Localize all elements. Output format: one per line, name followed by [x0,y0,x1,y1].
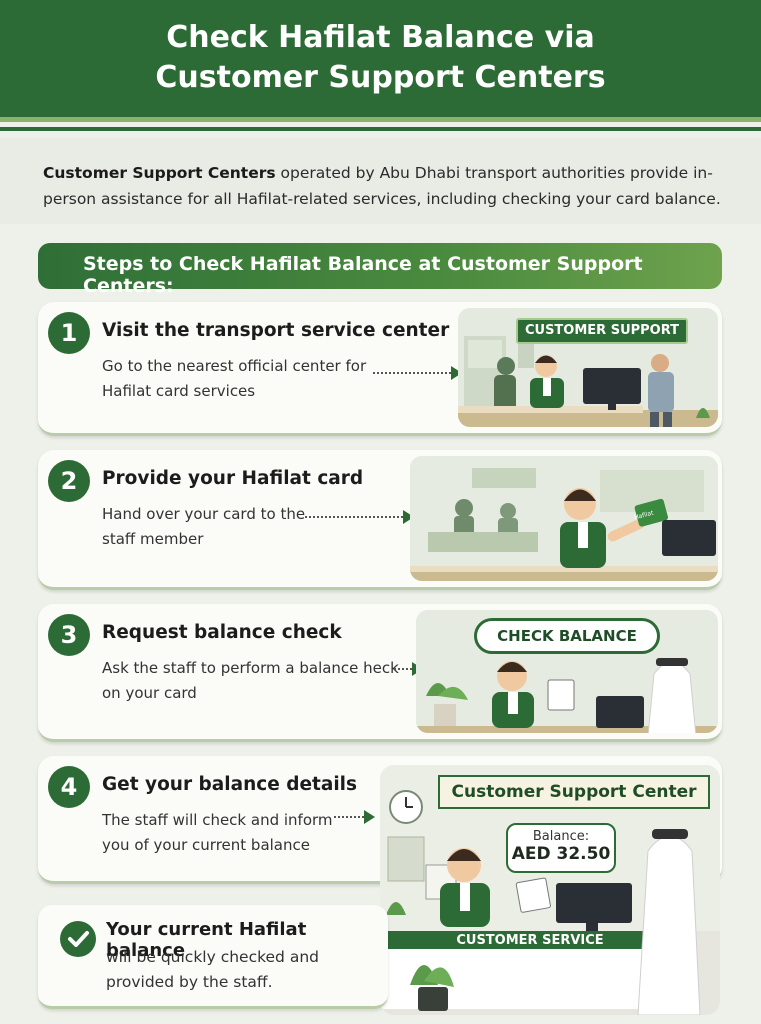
page-title: Check Hafilat Balance via Customer Suppo… [0,18,761,98]
arrow-icon [305,510,415,524]
page-header: Check Hafilat Balance via Customer Suppo… [0,0,761,122]
steps-banner: Steps to Check Hafilat Balance at Custom… [38,243,722,297]
steps-banner-label: Steps to Check Hafilat Balance at Custom… [83,253,643,297]
step-desc-3: Ask the staff to perform a balance heck … [102,656,399,706]
final-note-title: Your current Hafilat balance [106,919,307,961]
step-desc-2: Hand over your card to the staff member [102,502,305,552]
step-title-1: Visit the transport service center [102,320,450,341]
step-desc-1-line2: Hafilat card services [102,382,256,400]
step-title-2: Provide your Hafilat card [102,468,364,489]
step-title-3: Request balance check [102,622,342,643]
step-desc-4-line2: you of your current balance [102,836,310,854]
final-note-line2: provided by the staff. [106,973,273,991]
final-note-card: Your current Hafilat balance will be qui… [38,905,388,1009]
header-rule [0,127,761,131]
balance-value: AED 32.50 [511,844,611,864]
illustration-provide-card: Hafilat [410,456,718,581]
arrow-icon [334,810,376,824]
check-balance-speech-bubble: CHECK BALANCE [474,618,660,654]
step-title-4: Get your balance details [102,774,358,795]
intro-rest: operated by Abu Dhabi transport authorit… [43,164,721,208]
step-desc-2-line1: Hand over your card to the [102,505,306,523]
title-line-1: Check Hafilat Balance via [166,20,595,55]
customer-support-sign: CUSTOMER SUPPORT [516,318,688,344]
step-desc-1: Go to the nearest official center for Ha… [102,354,366,404]
balance-label: Balance: [532,829,590,844]
step-card-2: 2 Provide your Hafilat card Hand over yo… [38,450,722,590]
step-desc-1-line1: Go to the nearest official center for [102,357,367,375]
step-desc-4-line1: The staff will check and inform [102,811,333,829]
step-desc-3-line2: on your card [102,684,197,702]
step-number-1: 1 [48,312,90,354]
customer-service-desk-label: CUSTOMER SERVICE [456,933,604,948]
final-note-text: will be quickly checked and provided by … [106,945,376,995]
illustration-visit-center: CUSTOMER SUPPORT [458,308,718,427]
step-card-1: 1 Visit the transport service center Go … [38,302,722,436]
request-balance-scene-icon [416,610,718,733]
card-handover-scene-icon [410,456,718,581]
step-card-3: 3 Request balance check Ask the staff to… [38,604,722,742]
illustration-balance-details: Customer Support Center Balance: AED 32.… [380,765,720,1015]
step-desc-2-line2: staff member [102,530,204,548]
final-note-line1: will be quickly checked and [106,948,319,966]
step-desc-4: The staff will check and inform you of y… [102,808,333,858]
step-number-2: 2 [48,460,90,502]
intro-section: Customer Support Centers operated by Abu… [0,138,761,224]
illustration-request-check: CHECK BALANCE [416,610,718,733]
intro-text: Customer Support Centers operated by Abu… [43,160,733,212]
check-icon [60,921,96,957]
step-number-3: 3 [48,614,90,656]
balance-display: Balance: AED 32.50 [506,823,616,873]
title-line-2: Customer Support Centers [155,60,606,95]
step-desc-3-line1: Ask the staff to perform a balance heck [102,659,399,677]
intro-bold: Customer Support Centers [43,164,276,182]
arrow-icon [373,366,463,380]
customer-support-center-sign: Customer Support Center [438,775,710,809]
step-number-4: 4 [48,766,90,808]
